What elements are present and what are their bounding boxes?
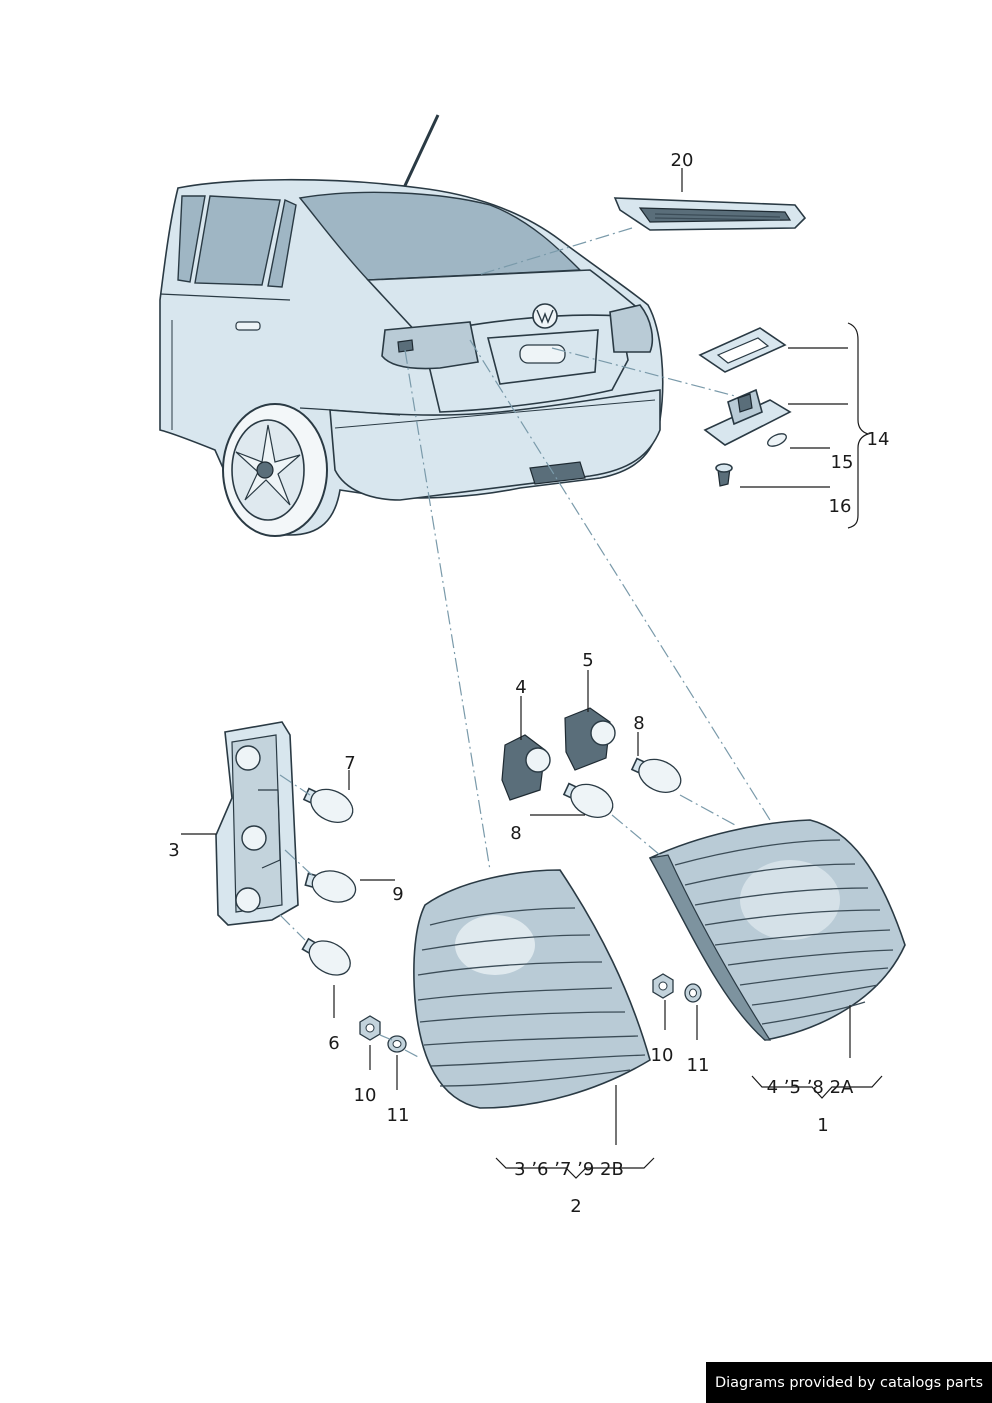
callout-labels: 20 14 15 16 4 5 8 7 3 8 9 6 10 11 10 11 … bbox=[168, 150, 889, 1217]
assembly-lines bbox=[279, 227, 771, 1059]
callout-8-top: 8 bbox=[633, 713, 644, 734]
callout-14: 14 bbox=[867, 429, 890, 450]
footer-credit: Diagrams provided by catalogs parts bbox=[706, 1362, 992, 1403]
callout-7: 7 bbox=[344, 753, 355, 774]
callout-9: 9 bbox=[392, 884, 403, 905]
callout-20: 20 bbox=[671, 150, 694, 171]
callout-15: 15 bbox=[831, 452, 854, 473]
callout-8-bottom: 8 bbox=[510, 823, 521, 844]
carrier-bulbs bbox=[301, 787, 357, 976]
callout-5: 5 bbox=[582, 650, 593, 671]
callout-3: 3 bbox=[168, 840, 179, 861]
callout-10-left: 10 bbox=[354, 1085, 377, 1106]
nuts-washers bbox=[359, 973, 702, 1053]
plate-lamp-parts bbox=[698, 327, 792, 487]
callout-10-right: 10 bbox=[651, 1045, 674, 1066]
right-tail-light-part bbox=[648, 819, 906, 1041]
callout-group-1: 4 ʼ5 ʼ8 2A bbox=[767, 1077, 854, 1098]
callout-2: 2 bbox=[570, 1196, 581, 1217]
brake-light-part bbox=[613, 197, 807, 231]
callout-11-right: 11 bbox=[687, 1055, 710, 1076]
leader-lines bbox=[181, 168, 883, 1179]
bulb-carrier-part bbox=[215, 721, 299, 926]
callout-1: 1 bbox=[817, 1115, 828, 1136]
left-tail-light-part bbox=[413, 869, 651, 1109]
callout-4: 4 bbox=[515, 677, 526, 698]
callout-16: 16 bbox=[829, 496, 852, 517]
callout-6: 6 bbox=[328, 1033, 339, 1054]
sockets-and-bulbs bbox=[501, 707, 682, 818]
callout-11-left: 11 bbox=[387, 1105, 410, 1126]
callout-group-2: 3 ʼ6 ʼ7 ʼ9 2B bbox=[514, 1159, 624, 1180]
car-illustration bbox=[159, 114, 664, 537]
